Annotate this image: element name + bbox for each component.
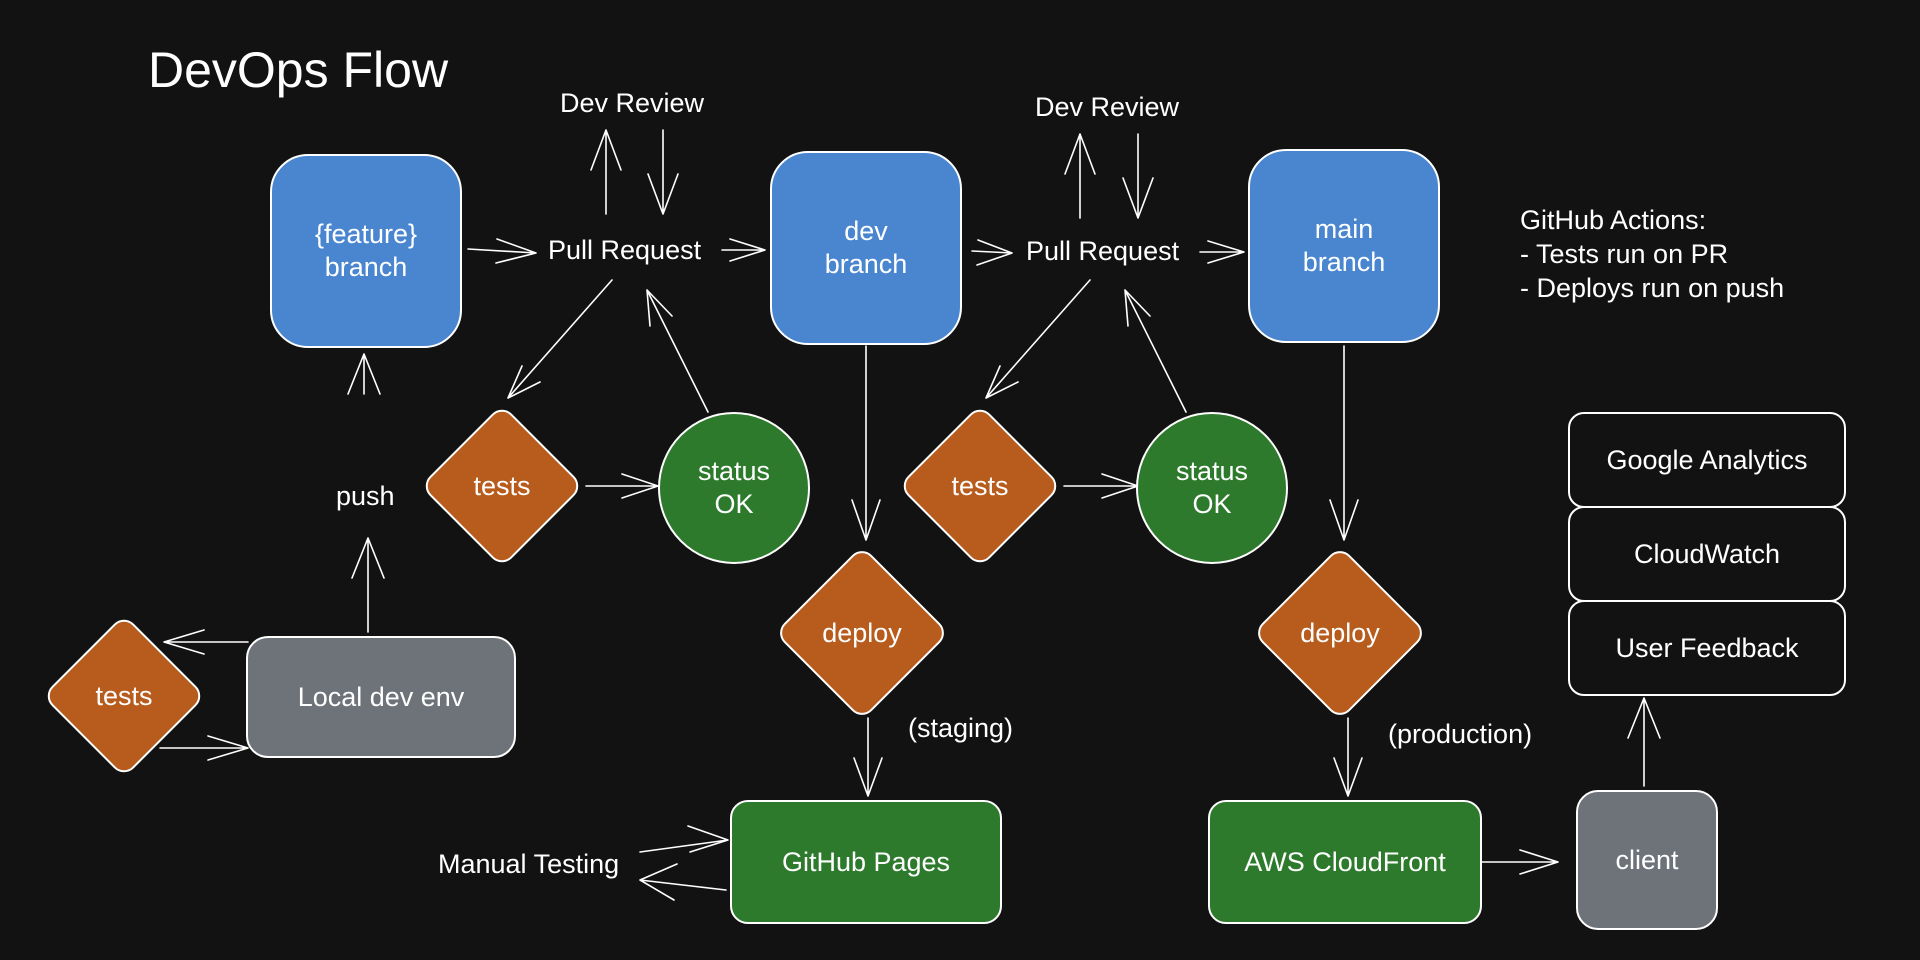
- arrow-pr1-to-review1: [590, 129, 622, 215]
- google-analytics-label: Google Analytics: [1606, 444, 1808, 475]
- cloudwatch-label: CloudWatch: [1633, 538, 1781, 569]
- aws-cloudfront-node[interactable]: AWS CloudFront: [1208, 800, 1482, 924]
- tests-2-label: tests: [951, 470, 1009, 501]
- arrow-pr1-to-dev: [721, 238, 766, 262]
- arrow-local-to-tests: [163, 629, 249, 655]
- status-ok-2-label: status OK: [1175, 456, 1249, 519]
- push-label: push: [336, 481, 395, 511]
- dev-branch-node[interactable]: dev branch: [770, 151, 962, 345]
- local-dev-env-label: Local dev env: [297, 681, 465, 712]
- main-branch-node[interactable]: main branch: [1248, 149, 1440, 343]
- cloudwatch-panel[interactable]: CloudWatch: [1568, 506, 1846, 602]
- status-ok-1-label: status OK: [697, 456, 771, 519]
- pull-request-1-label: Pull Request: [548, 235, 702, 265]
- arrow-tests-to-local: [159, 735, 249, 761]
- production-label: (production): [1388, 719, 1533, 749]
- arrow-client-to-feedback: [1627, 697, 1661, 787]
- arrow-feature-to-pr1: [467, 238, 537, 264]
- arrow-dev-to-deploy: [851, 345, 881, 541]
- github-pages-node[interactable]: GitHub Pages: [730, 800, 1002, 924]
- arrow-deploy-to-cloudfront: [1333, 717, 1363, 797]
- manual-testing-label: Manual Testing: [438, 849, 620, 879]
- pull-request-2-label: Pull Request: [1026, 236, 1180, 266]
- github-actions-line-2: - Deploys run on push: [1520, 273, 1785, 303]
- arrow-cloudfront-to-client: [1481, 849, 1559, 875]
- user-feedback-label: User Feedback: [1615, 632, 1799, 663]
- arrow-dev-to-pr2: [971, 239, 1013, 266]
- arrow-pr1-to-tests1: [507, 279, 613, 399]
- local-dev-env-node[interactable]: Local dev env: [246, 636, 516, 758]
- deploy-production-decision[interactable]: deploy: [1242, 545, 1438, 721]
- dev-branch-label: dev branch: [824, 216, 908, 279]
- arrow-review1-to-pr1: [647, 129, 679, 215]
- staging-label: (staging): [908, 713, 1014, 743]
- local-tests-label: tests: [95, 680, 153, 711]
- arrow-status1-to-pr1: [646, 289, 709, 413]
- arrow-tests1-to-status1: [585, 473, 659, 499]
- arrow-tests2-to-status2: [1063, 473, 1139, 499]
- github-actions-heading: GitHub Actions:: [1520, 205, 1707, 235]
- arrow-pr2-to-main: [1199, 240, 1245, 264]
- arrow-review2-to-pr2: [1122, 133, 1154, 219]
- main-branch-label: main branch: [1302, 214, 1386, 277]
- status-ok-1-node[interactable]: status OK: [658, 412, 810, 564]
- aws-cloudfront-label: AWS CloudFront: [1244, 846, 1446, 877]
- feature-branch-label: {feature} branch: [314, 219, 418, 282]
- local-tests-decision[interactable]: tests: [40, 613, 208, 779]
- arrow-local-to-push: [351, 537, 385, 633]
- arrow-pr2-to-review2: [1064, 133, 1096, 219]
- arrow-manual-to-pages: [639, 825, 729, 853]
- tests-1-label: tests: [473, 470, 531, 501]
- dev-review-2-label: Dev Review: [1035, 92, 1180, 122]
- arrow-push-to-feature: [347, 353, 381, 395]
- arrow-main-to-deploy: [1329, 345, 1359, 541]
- tests-2-decision[interactable]: tests: [896, 403, 1064, 569]
- client-label: client: [1615, 844, 1679, 875]
- feature-branch-node[interactable]: {feature} branch: [270, 154, 462, 348]
- arrow-deploy-to-pages: [853, 717, 883, 797]
- arrow-pr2-to-tests2: [985, 279, 1091, 399]
- page-title: DevOps Flow: [148, 42, 449, 98]
- arrow-pages-to-manual: [639, 863, 727, 901]
- google-analytics-panel[interactable]: Google Analytics: [1568, 412, 1846, 508]
- arrow-status2-to-pr2: [1124, 289, 1187, 413]
- github-pages-label: GitHub Pages: [781, 846, 951, 877]
- status-ok-2-node[interactable]: status OK: [1136, 412, 1288, 564]
- deploy-staging-label: deploy: [822, 617, 902, 648]
- client-node[interactable]: client: [1576, 790, 1718, 930]
- deploy-production-label: deploy: [1300, 617, 1380, 648]
- dev-review-1-label: Dev Review: [560, 88, 705, 118]
- deploy-staging-decision[interactable]: deploy: [764, 545, 960, 721]
- tests-1-decision[interactable]: tests: [418, 403, 586, 569]
- user-feedback-panel[interactable]: User Feedback: [1568, 600, 1846, 696]
- github-actions-line-1: - Tests run on PR: [1520, 239, 1729, 269]
